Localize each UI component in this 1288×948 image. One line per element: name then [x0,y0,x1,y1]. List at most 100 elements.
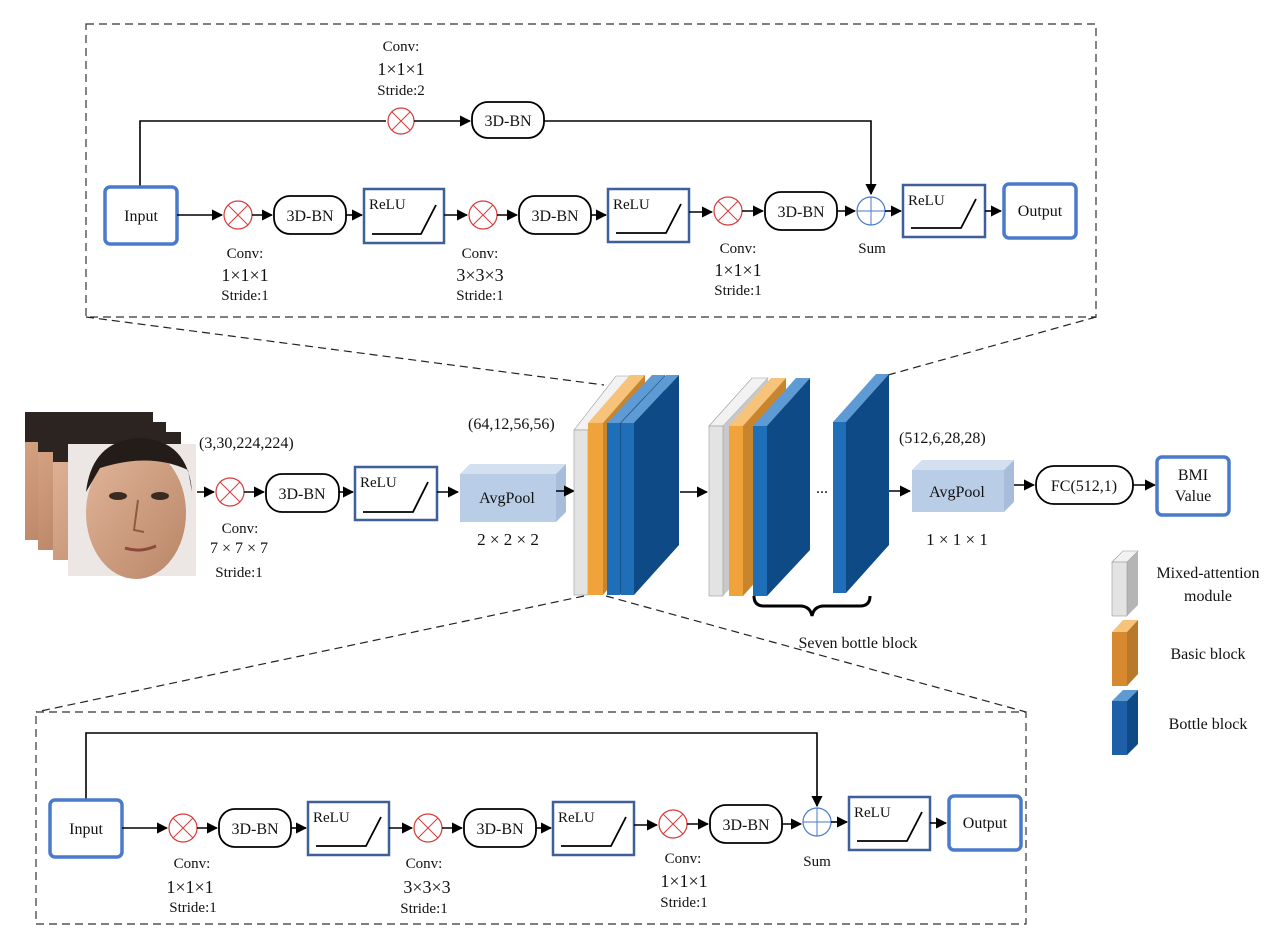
bottom-conv3-kernel: 1×1×1 [660,871,707,891]
top-shortcut-conv-stride: Stride:2 [377,83,425,99]
avgpool2-box [912,460,1014,512]
bmi-output-line1: BMI [1178,467,1208,484]
block-stack-1 [573,375,679,596]
legend: Mixed-attention module Basic block Bottl… [1111,550,1260,755]
main-conv-kernel: 7 × 7 × 7 [210,540,268,557]
bottom-output-box [947,794,1023,852]
input-shape-label: (3,30,224,224) [199,435,294,452]
bottom-sum-icon [802,807,832,837]
top-relu3-label: ReLU [908,193,945,209]
top-relu3-box [901,183,987,239]
top-shortcut-to-sum [544,120,877,196]
top-bottle-block-detail: Conv: 1×1×1 Stride:2 3D-BN Input Conv: 1… [85,23,1097,318]
top-output-box [1002,182,1078,240]
bottom-sum-label: Sum [803,854,831,870]
top-relu2-box [606,187,691,244]
bottom-bn2-label: 3D-BN [476,821,524,838]
bottom-relu3-box [847,795,932,852]
bottom-conv3-title: Conv: [665,851,702,867]
main-pipeline: (3,30,224,224) Conv: 7 × 7 × 7 Stride:1 … [25,374,1231,652]
bottom-relu1-label: ReLU [313,810,350,826]
bottom-conv3-icon [658,809,688,839]
main-relu-box [353,465,439,522]
top-conv1-kernel: 1×1×1 [221,265,268,285]
bottom-conv2-title: Conv: [406,856,443,872]
seven-bottle-brace [752,595,872,617]
bottom-conv1-title: Conv: [174,856,211,872]
legend-basic-block-swatch [1112,620,1138,686]
legend-mixed-attention-line2: module [1184,588,1232,605]
main-bn-box [265,473,340,513]
top-bn3-label: 3D-BN [777,204,825,221]
bottom-conv1-icon [168,813,198,843]
top-sum-label: Sum [858,241,886,257]
avgpool1-size: 2 × 2 × 2 [477,530,539,549]
top-detail-frame [85,23,1097,318]
top-sum-icon [856,196,886,226]
top-bn2-label: 3D-BN [531,208,579,225]
legend-basic-block-label: Basic block [1170,646,1245,663]
block-stack-2 [708,377,810,597]
top-shortcut-conv-title: Conv: [383,39,420,55]
bottom-relu3-label: ReLU [854,805,891,821]
bottom-basic-block-detail: Input Conv: 1×1×1 Stride:1 3D-BN ReLU Co… [35,711,1027,925]
top-conv2-title: Conv: [462,246,499,262]
main-conv-title: Conv: [222,521,259,537]
bottom-relu2-label: ReLU [558,810,595,826]
top-shortcut-line [139,120,386,188]
top-conv1-title: Conv: [227,246,264,262]
bottle-block-slab-1b [621,375,679,595]
main-conv-stride: Stride:1 [215,565,263,581]
top-relu2-label: ReLU [613,197,650,213]
bottom-relu2-box [551,800,636,857]
ellipsis-label: ... [816,480,828,497]
bottom-detail-frame [35,711,1027,925]
bmi-output-line2: Value [1175,488,1211,505]
zoom-line-top-right [887,316,1097,376]
main-conv-icon [215,477,245,507]
bottom-conv1-kernel: 1×1×1 [166,877,213,897]
top-shortcut-bn-label: 3D-BN [484,113,532,130]
shape-after-pool-label: (64,12,56,56) [468,416,555,433]
bottom-conv3-stride: Stride:1 [660,895,708,911]
seven-bottle-label: Seven bottle block [798,635,917,652]
bottom-conv2-icon [413,813,443,843]
bottle-block-slab-last [833,374,889,593]
bottom-conv1-stride: Stride:1 [169,900,217,916]
bottom-conv2-kernel: 3×3×3 [403,877,450,897]
top-shortcut-conv-kernel: 1×1×1 [377,59,424,79]
legend-mixed-attention-swatch [1111,550,1139,617]
top-conv2-stride: Stride:1 [456,288,504,304]
avgpool1-label: AvgPool [479,490,535,507]
top-conv2-icon [468,200,498,230]
bmi-output-box [1155,455,1231,517]
legend-mixed-attention-line1: Mixed-attention [1156,565,1259,582]
bottom-input-label: Input [69,821,103,838]
zoom-line-bottom-left [35,595,585,713]
top-conv3-kernel: 1×1×1 [714,260,761,280]
top-conv1-icon [223,200,253,230]
top-input-label: Input [124,208,158,225]
shape-before-pool-label: (512,6,28,28) [899,430,986,447]
legend-bottle-block-label: Bottle block [1169,716,1248,733]
bottom-output-label: Output [963,815,1008,832]
main-bn-label: 3D-BN [278,486,326,503]
fc-label: FC(512,1) [1051,478,1117,495]
top-conv3-icon [713,196,743,226]
bottom-conv2-stride: Stride:1 [400,901,448,917]
top-bn1-label: 3D-BN [286,208,334,225]
zoom-line-bottom-right [605,595,1027,713]
bottom-bn1-label: 3D-BN [231,821,279,838]
top-conv1-stride: Stride:1 [221,288,269,304]
face-input-frames [25,412,196,579]
top-relu1-label: ReLU [369,197,406,213]
bottom-shortcut-line [85,732,823,808]
top-conv2-kernel: 3×3×3 [456,265,503,285]
bottle-block-slab-2 [753,378,810,596]
bottom-relu1-box [306,800,391,857]
avgpool2-label: AvgPool [929,484,985,501]
bottom-bn3-label: 3D-BN [722,817,770,834]
main-relu-label: ReLU [360,475,397,491]
